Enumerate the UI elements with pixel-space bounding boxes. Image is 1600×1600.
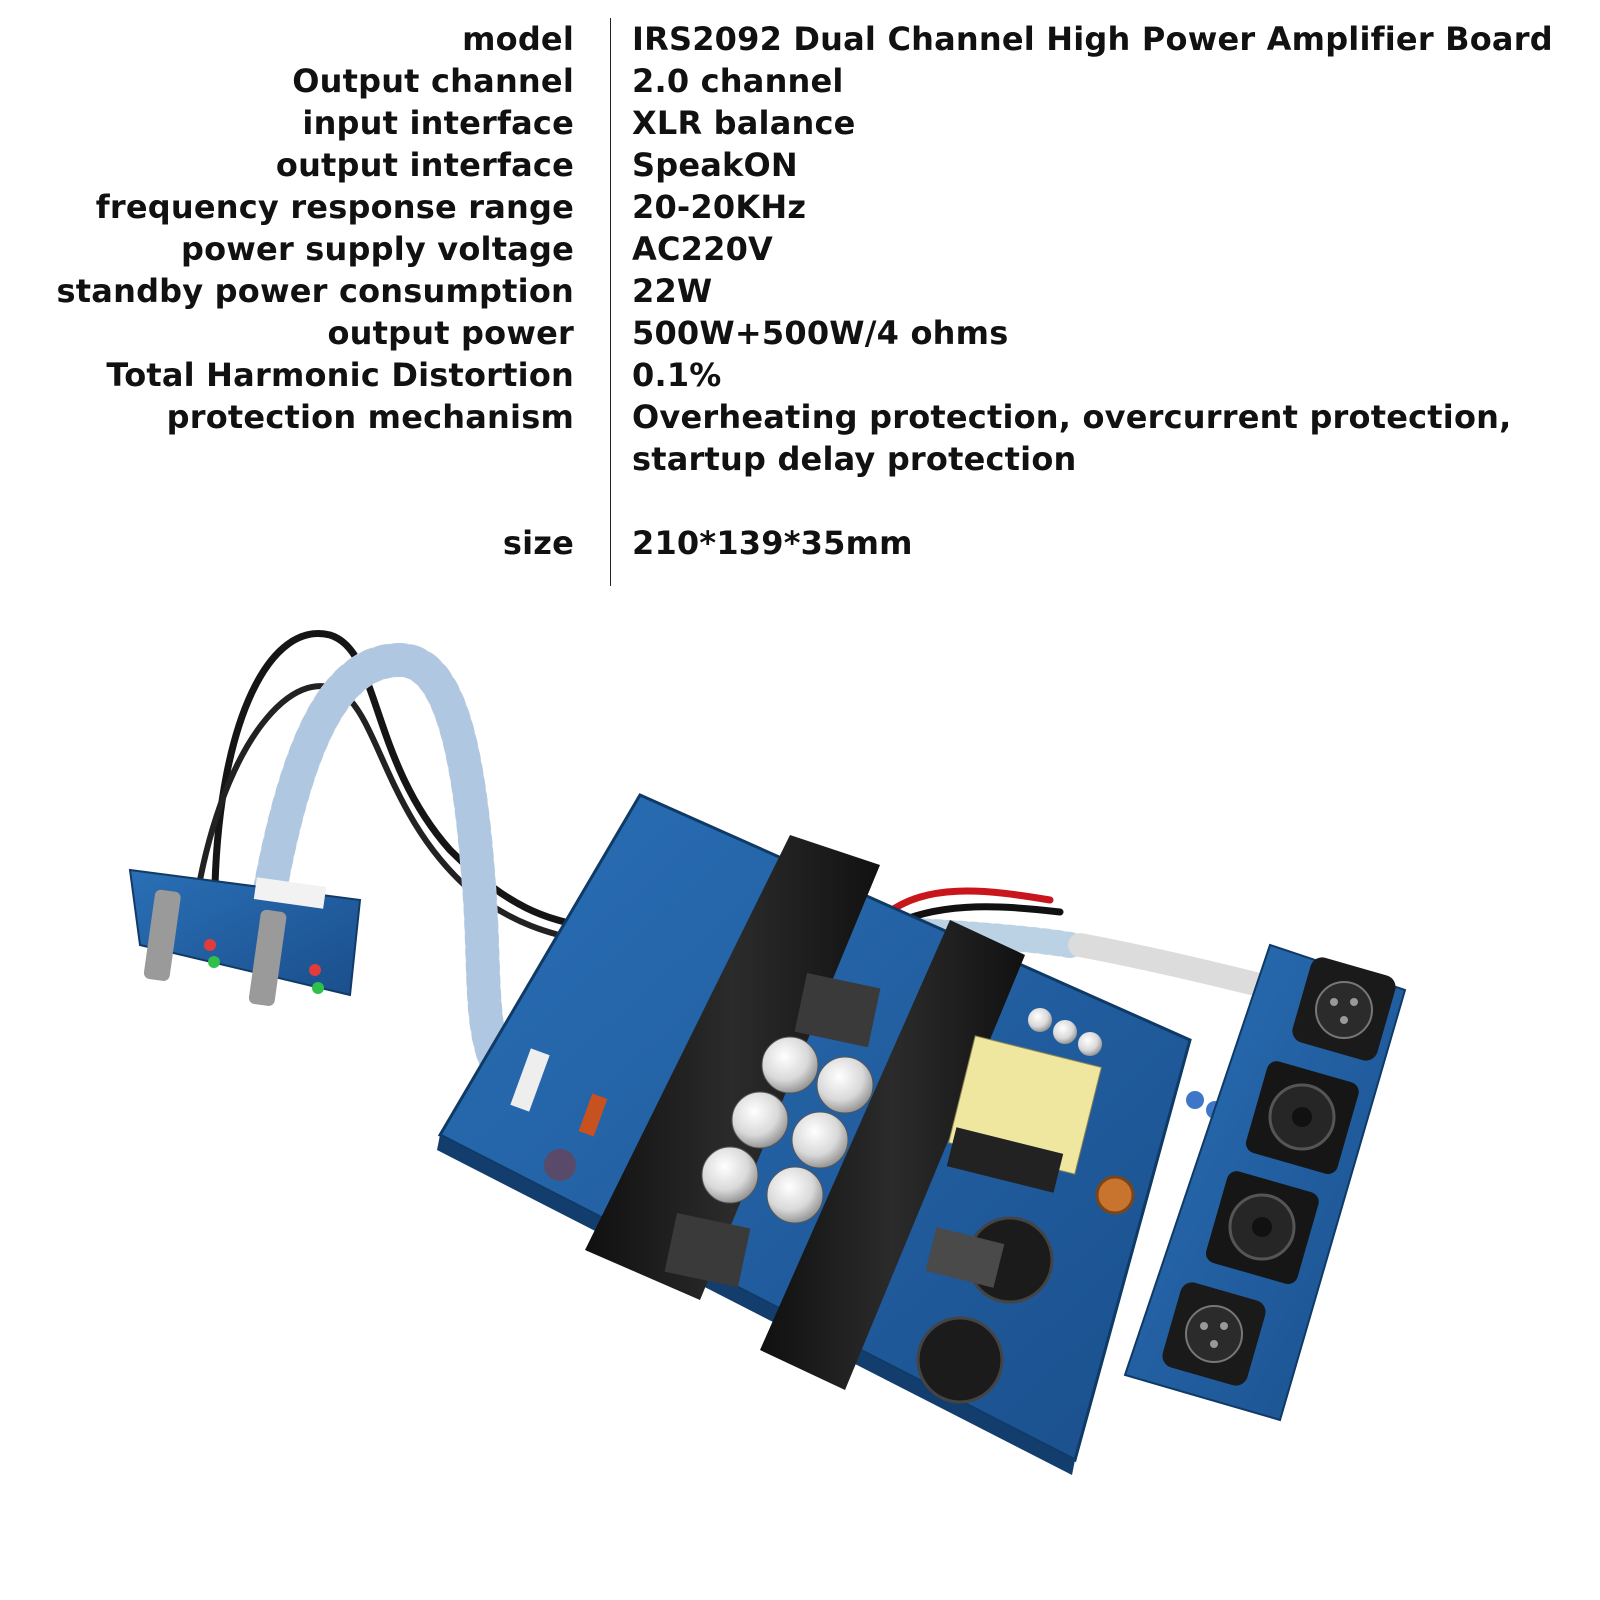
spec-value: 210*139*35mm (632, 524, 913, 562)
io-connector-board (1123, 943, 1407, 1422)
main-amplifier-board (437, 793, 1224, 1475)
spec-value: 20-20KHz (632, 188, 807, 226)
xlr-input-connector-icon (1162, 1282, 1266, 1386)
spec-label: input interface (302, 104, 574, 142)
speakon-output-connector-icon (1245, 1061, 1359, 1175)
spec-value: 500W+500W/4 ohms (632, 314, 1009, 352)
spec-value: Overheating protection, overcurrent prot… (632, 398, 1512, 478)
spec-value: SpeakON (632, 146, 798, 184)
spec-row-model: model IRS2092 Dual Channel High Power Am… (0, 18, 1600, 60)
spec-value: AC220V (632, 230, 774, 268)
amplifier-board-photo (128, 630, 1407, 1475)
spec-value: IRS2092 Dual Channel High Power Amplifie… (632, 20, 1553, 58)
spec-label: Total Harmonic Distortion (106, 356, 574, 394)
spec-label: output power (327, 314, 574, 352)
spec-label: power supply voltage (181, 230, 574, 268)
spec-row-output-interface: output interface SpeakON (0, 144, 1600, 186)
spec-row-protection: protection mechanism Overheating protect… (0, 396, 1600, 480)
spec-label: frequency response range (95, 188, 574, 226)
spec-label: protection mechanism (166, 398, 574, 436)
column-divider (610, 18, 611, 586)
spec-label: standby power consumption (56, 272, 574, 310)
spec-row-output-channel: Output channel 2.0 channel (0, 60, 1600, 102)
spec-table: model IRS2092 Dual Channel High Power Am… (0, 18, 1600, 586)
spec-label: Output channel (292, 62, 574, 100)
spec-value: 0.1% (632, 356, 722, 394)
spec-label: model (462, 20, 574, 58)
spec-value: 2.0 channel (632, 62, 844, 100)
spec-value: XLR balance (632, 104, 856, 142)
spec-row-power-supply: power supply voltage AC220V (0, 228, 1600, 270)
spec-value: 22W (632, 272, 713, 310)
spec-label: size (502, 524, 574, 562)
spec-row-thd: Total Harmonic Distortion 0.1% (0, 354, 1600, 396)
capacitor-bank (701, 1036, 874, 1224)
spec-row-standby-power: standby power consumption 22W (0, 270, 1600, 312)
speakon-output-connector-icon (1205, 1171, 1319, 1285)
spec-row-frequency-response: frequency response range 20-20KHz (0, 186, 1600, 228)
spec-row-input-interface: input interface XLR balance (0, 102, 1600, 144)
xlr-input-connector-icon (1292, 957, 1396, 1061)
spec-row-output-power: output power 500W+500W/4 ohms (0, 312, 1600, 354)
control-panel-board (128, 868, 362, 1006)
transformer (946, 1035, 1102, 1193)
spec-label: output interface (275, 146, 574, 184)
spec-row-size: size 210*139*35mm (0, 522, 1600, 564)
